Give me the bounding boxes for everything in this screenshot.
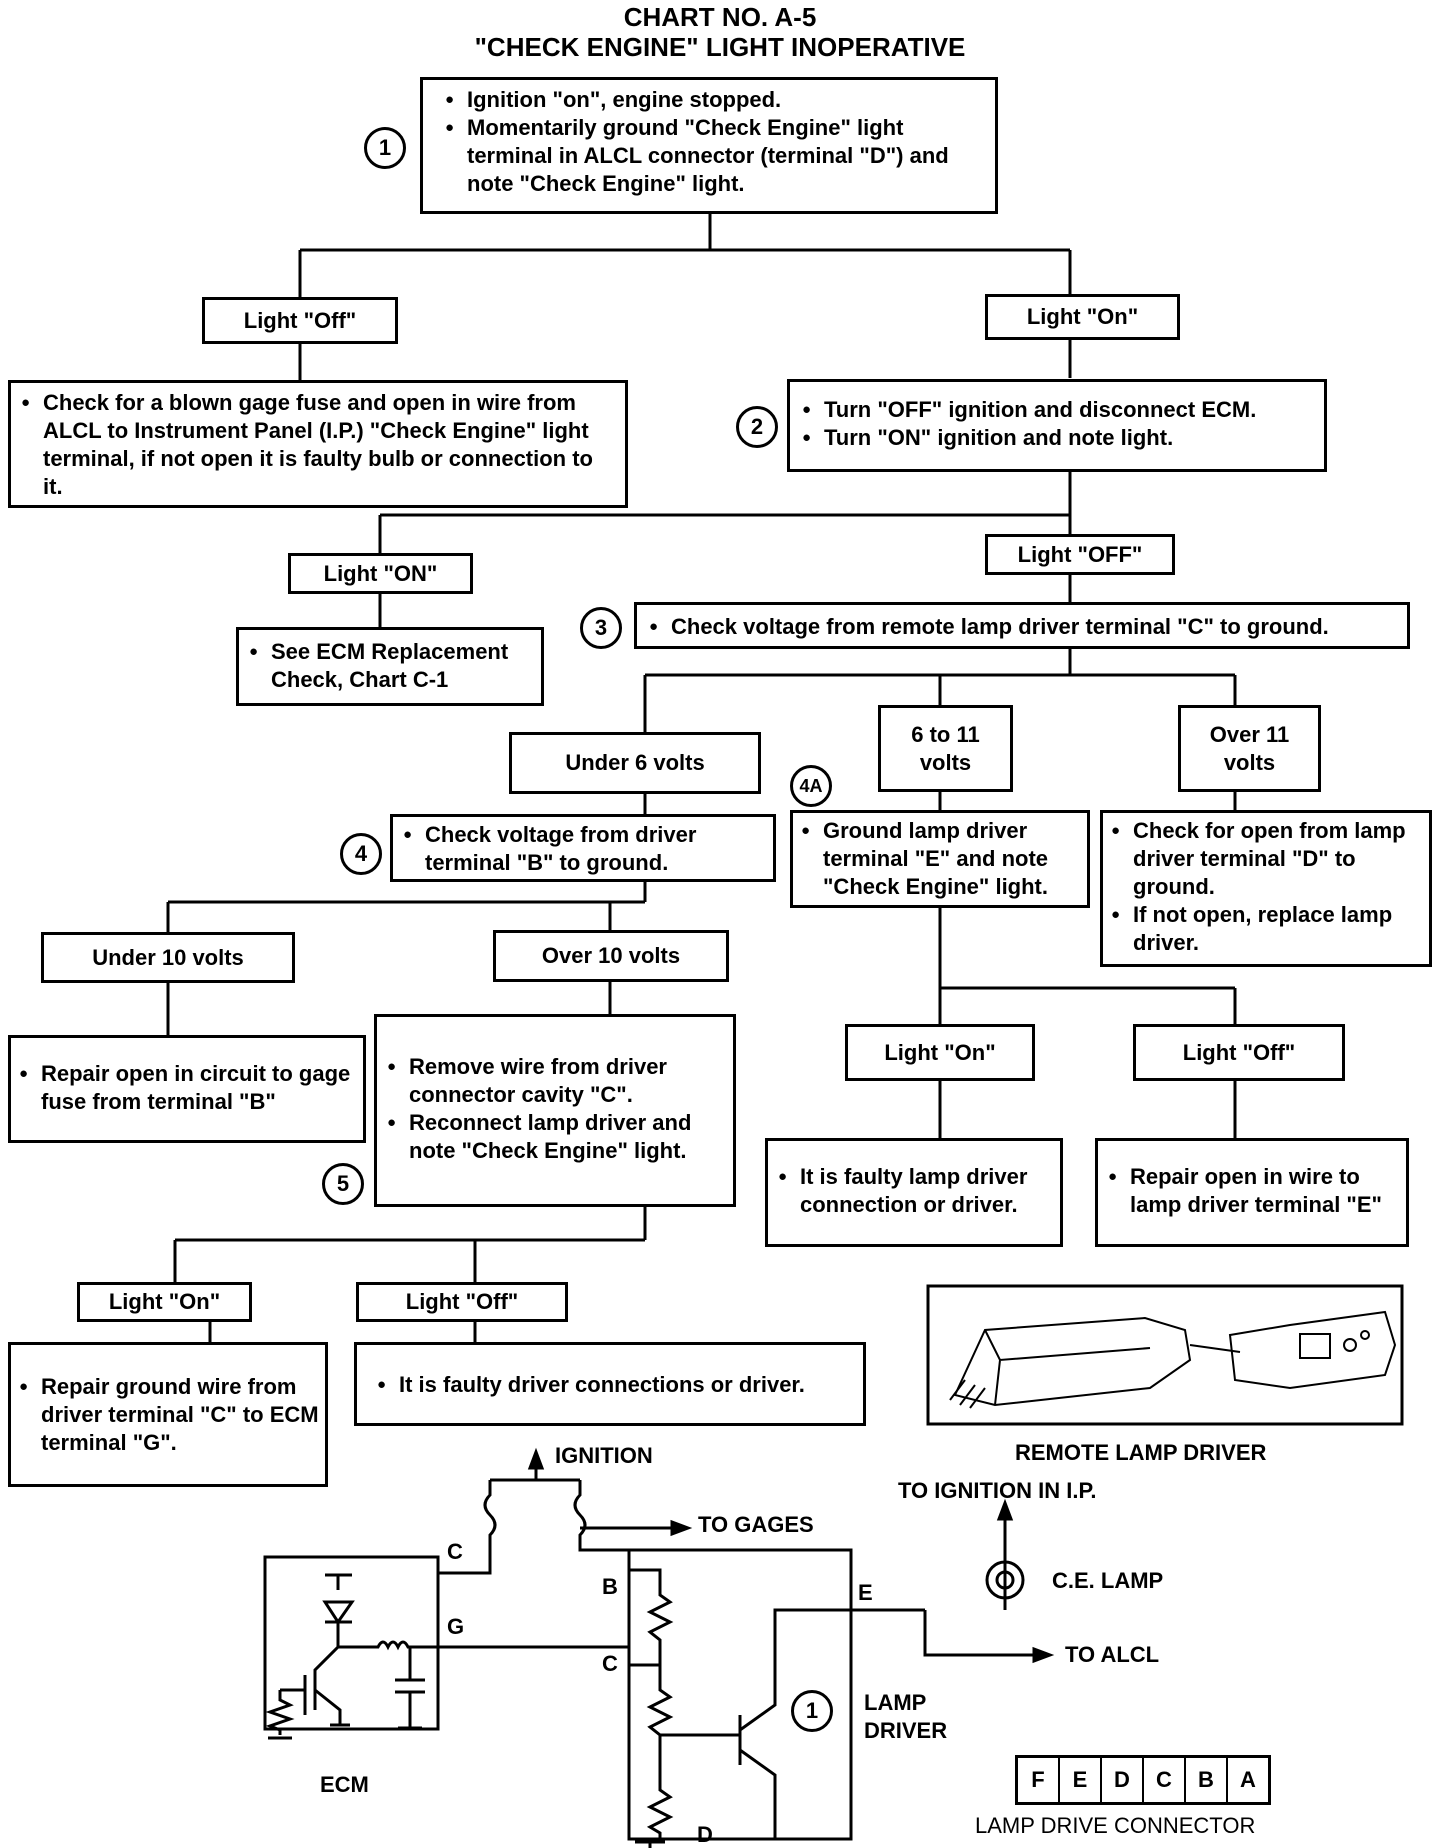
terminal-c-driver-label: C xyxy=(602,1651,618,1676)
to-ignition-ip-label: TO IGNITION IN I.P. xyxy=(898,1478,1097,1503)
faulty-lamp-driver-item: It is faulty lamp driver connection or d… xyxy=(776,1163,1052,1219)
ecm-label: ECM xyxy=(320,1772,369,1797)
step-2-item: Turn "ON" ignition and note light. xyxy=(800,424,1314,452)
repair-terminal-e-item: Repair open in wire to lamp driver termi… xyxy=(1106,1163,1398,1219)
step-5-item: Remove wire from driver connector cavity… xyxy=(385,1053,719,1109)
ce-lamp-label: C.E. LAMP xyxy=(1052,1568,1164,1593)
check-fuse-item: Check for a blown gage fuse and open in … xyxy=(19,389,617,501)
step-2-item: Turn "OFF" ignition and disconnect ECM. xyxy=(800,396,1314,424)
under-6-volts-box: Under 6 volts xyxy=(509,732,761,794)
step-3-marker: 3 xyxy=(580,607,622,649)
6-to-11-volts-box: 6 to 11 volts xyxy=(878,705,1013,792)
remote-lamp-driver-label: REMOTE LAMP DRIVER xyxy=(1015,1440,1267,1465)
repair-ground-wire-box: Repair ground wire from driver terminal … xyxy=(8,1342,328,1487)
repair-ground-wire-item: Repair ground wire from driver terminal … xyxy=(17,1373,319,1457)
light-on-box-2: Light "ON" xyxy=(288,553,473,594)
step-3-box: Check voltage from remote lamp driver te… xyxy=(634,602,1410,649)
lamp-drive-connector: F E D C B A xyxy=(1015,1755,1271,1805)
step-3-item: Check voltage from remote lamp driver te… xyxy=(647,613,1397,641)
step-4a-box: Ground lamp driver terminal "E" and note… xyxy=(790,810,1090,908)
light-on-box-1: Light "On" xyxy=(985,294,1180,340)
faulty-lamp-driver-box: It is faulty lamp driver connection or d… xyxy=(765,1138,1063,1247)
terminal-c-ecm-label: C xyxy=(447,1539,463,1564)
lamp-driver-label-line1: LAMP xyxy=(864,1690,927,1715)
terminal-d-label: D xyxy=(697,1822,713,1847)
connector-pin: B xyxy=(1186,1758,1228,1802)
connector-pin: D xyxy=(1102,1758,1144,1802)
light-off-box-1: Light "Off" xyxy=(202,297,398,344)
step-5-marker: 5 xyxy=(322,1163,364,1205)
check-fuse-box: Check for a blown gage fuse and open in … xyxy=(8,380,628,508)
terminal-b-label: B xyxy=(602,1574,618,1599)
step-5-box: Remove wire from driver connector cavity… xyxy=(374,1014,736,1207)
step-1-box: Ignition "on", engine stopped.Momentaril… xyxy=(420,77,998,214)
wiring-schematic xyxy=(263,1447,1055,1848)
terminal-g-label: G xyxy=(447,1614,465,1639)
light-off-box-2: Light "OFF" xyxy=(985,534,1175,575)
over-10-volts-box: Over 10 volts xyxy=(493,930,729,982)
step-4a-item: Ground lamp driver terminal "E" and note… xyxy=(799,817,1081,901)
light-on-box-4a: Light "On" xyxy=(845,1024,1035,1081)
over-11-volts-box: Over 11 volts xyxy=(1178,705,1321,792)
terminal-e-label: E xyxy=(858,1580,873,1605)
light-off-box-5: Light "Off" xyxy=(356,1282,568,1322)
light-on-box-5: Light "On" xyxy=(77,1282,252,1322)
light-off-box-4a: Light "Off" xyxy=(1133,1024,1345,1081)
step-2-box: Turn "OFF" ignition and disconnect ECM.T… xyxy=(787,379,1327,472)
connector-pin: A xyxy=(1240,1767,1256,1792)
repair-terminal-b-item: Repair open in circuit to gage fuse from… xyxy=(17,1060,357,1116)
over-11-action-box: Check for open from lamp driver terminal… xyxy=(1100,810,1432,967)
chart-subtitle: "CHECK ENGINE" LIGHT INOPERATIVE xyxy=(474,32,966,62)
over-11-action-item: Check for open from lamp driver terminal… xyxy=(1109,817,1423,901)
step-4-item: Check voltage from driver terminal "B" t… xyxy=(401,821,765,877)
to-gages-label: TO GAGES xyxy=(698,1512,814,1537)
lamp-driver-label-line2: DRIVER xyxy=(864,1718,948,1743)
faulty-driver-connections-box: It is faulty driver connections or drive… xyxy=(354,1342,866,1426)
ecm-replacement-item: See ECM Replacement Check, Chart C-1 xyxy=(247,638,533,694)
step-4a-marker: 4A xyxy=(790,765,832,807)
to-alcl-label: TO ALCL xyxy=(1065,1642,1160,1667)
ignition-label: IGNITION xyxy=(555,1443,653,1468)
over-11-action-item: If not open, replace lamp driver. xyxy=(1109,901,1423,957)
connector-pin: C xyxy=(1144,1758,1186,1802)
chart-title: CHART NO. A-5 xyxy=(623,2,817,32)
step-4-box: Check voltage from driver terminal "B" t… xyxy=(390,814,776,882)
ecm-replacement-box: See ECM Replacement Check, Chart C-1 xyxy=(236,627,544,706)
faulty-driver-connections-item: It is faulty driver connections or drive… xyxy=(375,1371,845,1399)
repair-terminal-e-box: Repair open in wire to lamp driver termi… xyxy=(1095,1138,1409,1247)
step-5-item: Reconnect lamp driver and note "Check En… xyxy=(385,1109,719,1165)
lamp-drive-connector-label: LAMP DRIVE CONNECTOR xyxy=(975,1813,1256,1838)
step-1-marker: 1 xyxy=(364,127,406,169)
step-1-item: Ignition "on", engine stopped. xyxy=(443,86,985,114)
lamp-driver-marker: 1 xyxy=(791,1690,833,1732)
connector-pin: F xyxy=(1018,1758,1060,1802)
remote-lamp-driver-illustration xyxy=(926,1284,1404,1426)
connector-pin: E xyxy=(1060,1758,1102,1802)
under-10-volts-box: Under 10 volts xyxy=(41,932,295,983)
step-4-marker: 4 xyxy=(340,833,382,875)
repair-terminal-b-box: Repair open in circuit to gage fuse from… xyxy=(8,1035,366,1143)
step-2-marker: 2 xyxy=(736,406,778,448)
step-1-item: Momentarily ground "Check Engine" light … xyxy=(443,114,985,198)
